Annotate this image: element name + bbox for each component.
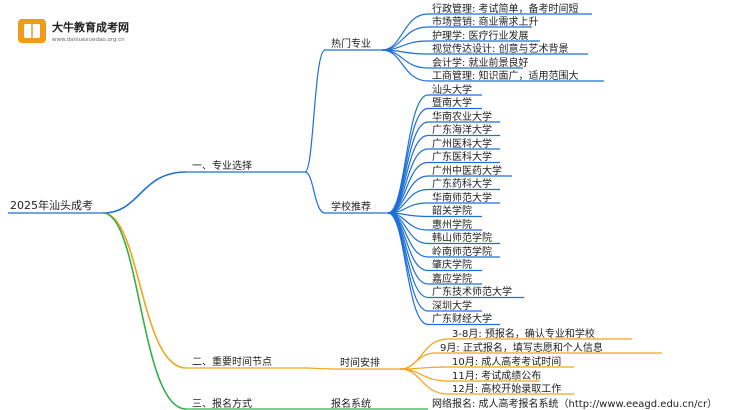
leaf-school: 广东海洋大学 (432, 123, 492, 136)
leaf-school: 惠州学院 (432, 218, 472, 231)
leaf-school: 广东医科大学 (432, 150, 492, 163)
leaf-school: 暨南大学 (432, 96, 472, 109)
edge-to-schedule (304, 367, 335, 370)
edge-to-school (387, 212, 429, 258)
subbranch-label-recommended-schools: 学校推荐 (331, 200, 371, 213)
leaf-school: 广州中医药大学 (432, 164, 502, 177)
site-logo[interactable]: 大牛教育成考网 www.daniuexuedao.org.cn (18, 19, 129, 43)
edge-to-schools (304, 171, 326, 214)
mindmap-edges (8, 13, 662, 410)
leaf-school: 汕头大学 (432, 83, 472, 96)
leaf-hot-major: 护理学: 医疗行业发展 (432, 29, 529, 42)
subbranch-label-hot-majors: 热门专业 (331, 37, 371, 50)
leaf-hot-major: 工商管理: 知识面广，适用范围大 (432, 69, 579, 82)
edge-root-to-major-selection (102, 171, 187, 214)
leaf-school: 华南农业大学 (432, 110, 492, 123)
leaf-hot-major: 会计学: 就业前景良好 (432, 56, 529, 69)
leaf-hot-major: 市场营销: 商业需求上升 (432, 15, 539, 28)
edge-to-schedule-item (399, 352, 437, 370)
leaf-school: 广东药科大学 (432, 177, 492, 190)
edge-root-to-registration (102, 212, 187, 410)
edge-to-hot-majors (304, 49, 326, 173)
branch-label-major-selection: 一、专业选择 (192, 159, 252, 172)
logo-subtitle: www.daniuexuedao.org.cn (52, 37, 125, 43)
leaf-registration: 网络报名: 成人高考报名系统（http://www.eeagd.edu.cn/c… (432, 397, 717, 410)
logo-title: 大牛教育成考网 (52, 20, 129, 34)
branch-label-registration-method: 三、报名方式 (192, 397, 252, 410)
leaf-hot-major: 视觉传达设计: 创意与艺术背景 (432, 42, 569, 55)
leaf-school: 广东财经大学 (432, 312, 492, 325)
leaf-schedule: 11月: 考试成绩公布 (452, 369, 541, 382)
subbranch-label-schedule: 时间安排 (340, 356, 380, 369)
leaf-hot-major: 行政管理: 考试简单，备考时间短 (432, 2, 579, 15)
branch-label-key-dates: 二、重要时间节点 (192, 355, 272, 368)
subbranch-label-registration-system: 报名系统 (331, 397, 371, 410)
leaf-school: 广东技术师范大学 (432, 285, 512, 298)
leaf-school: 岭南师范学院 (432, 245, 492, 258)
root-node-label: 2025年汕头成考 (10, 198, 93, 212)
edge-to-schedule-item (399, 368, 449, 395)
leaf-school: 韶关学院 (432, 204, 472, 217)
edge-to-schedule-item (399, 368, 449, 382)
leaf-schedule: 9月: 正式报名，填写志愿和个人信息 (440, 341, 603, 354)
leaf-school: 肇庆学院 (432, 258, 472, 271)
leaf-school: 韩山师范学院 (432, 231, 492, 244)
leaf-schedule: 3-8月: 预报名，确认专业和学校 (452, 327, 595, 340)
edge-to-hot-major (381, 49, 429, 82)
edge-root-to-key-dates (102, 212, 187, 369)
leaf-schedule: 12月: 高校开始录取工作 (452, 382, 561, 395)
leaf-school: 广州医科大学 (432, 137, 492, 150)
leaf-school: 嘉应学院 (432, 272, 472, 285)
edge-to-school (387, 212, 429, 285)
leaf-school: 深圳大学 (432, 299, 472, 312)
leaf-school: 华南师范大学 (432, 191, 492, 204)
leaf-schedule: 10月: 成人高考考试时间 (452, 355, 561, 368)
edge-to-school (387, 212, 429, 326)
